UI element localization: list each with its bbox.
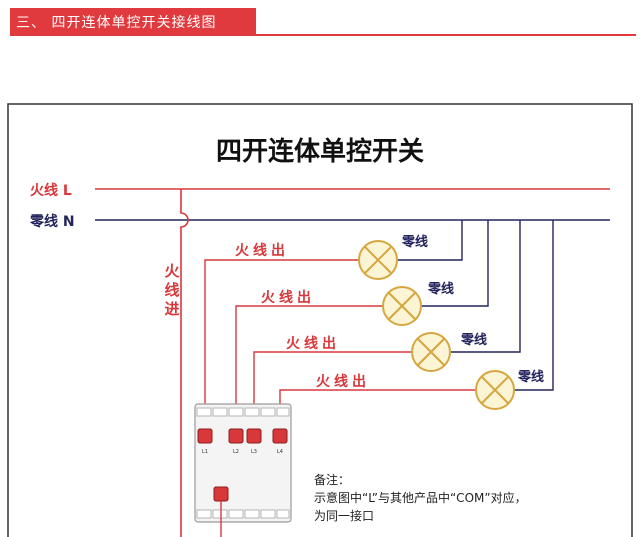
live-in-wire (180, 189, 189, 537)
neutral-wire-label: 零线 N (29, 213, 75, 230)
diagram-frame (7, 103, 633, 537)
neutral-label-1: 零线 (401, 234, 428, 250)
section-header-bar (10, 8, 256, 35)
live-out-label-4: 火线出 (316, 373, 370, 390)
switch-module (194, 403, 292, 523)
section-header: 三、 四开连体单控开关接线图 (0, 0, 640, 40)
live-out-label-1: 火线出 (235, 242, 289, 259)
live-out-wire-1 (204, 259, 358, 430)
terminal-l2 (228, 428, 244, 444)
neutral-drop-4 (515, 220, 554, 391)
neutral-drop-2 (422, 220, 489, 307)
lamp-icon (358, 240, 398, 280)
note-line-2: 为同一接口 (314, 508, 374, 523)
terminal-label-l2: L2 (233, 449, 239, 455)
terminal-label-l4: L4 (277, 449, 283, 455)
live-out-label-3: 火线出 (286, 335, 340, 352)
terminal-common (213, 486, 229, 502)
terminal-l3 (246, 428, 262, 444)
neutral-label-2: 零线 (427, 281, 454, 297)
neutral-label-4: 零线 (517, 369, 544, 385)
live-wire-label: 火线 L (30, 182, 72, 199)
terminal-label-l3: L3 (251, 449, 257, 455)
note-heading: 备注： (314, 472, 350, 487)
note-line-1: 示意图中“L”与其他产品中“COM”对应， (314, 490, 527, 505)
terminal-label-l1: L1 (202, 449, 208, 455)
live-out-wire-2 (235, 305, 382, 430)
section-title: 三、 四开连体单控开关接线图 (16, 15, 217, 31)
live-in-char-3: 进 (164, 300, 179, 318)
terminal-l4 (272, 428, 288, 444)
live-in-char-2: 线 (164, 281, 179, 299)
lamp-icon (382, 286, 422, 326)
diagram-title: 四开连体单控开关 (216, 137, 424, 167)
live-in-char-1: 火 (164, 262, 180, 280)
lamp-icon (475, 370, 515, 410)
neutral-drop-1 (398, 220, 463, 261)
live-out-label-2: 火线出 (261, 289, 315, 306)
section-header-rule (10, 34, 636, 36)
neutral-label-3: 零线 (460, 332, 487, 348)
neutral-drop-3 (451, 220, 521, 353)
lamp-icon (411, 332, 451, 372)
terminal-l1 (197, 428, 213, 444)
